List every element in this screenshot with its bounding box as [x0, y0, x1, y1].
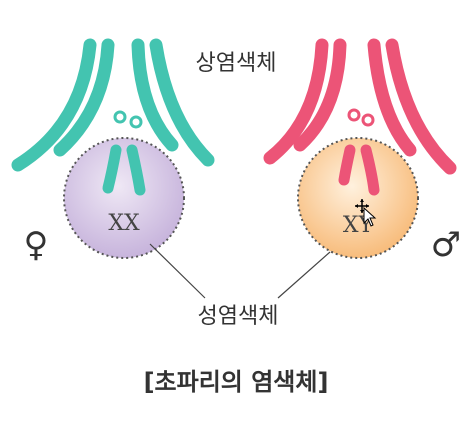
- autosome-label: 상염색체: [196, 51, 277, 76]
- female-nucleus: [63, 137, 185, 259]
- female-autosomes: [11, 38, 215, 172]
- male-nucleus: [297, 137, 419, 259]
- female-autosome-2-left: [11, 38, 97, 172]
- female-symbol: ♀: [24, 225, 49, 265]
- male-autosome-2-left: [263, 38, 329, 165]
- female-sex-chromosome-label: XX: [108, 211, 140, 236]
- female-small-chromosomes: [113, 110, 143, 129]
- pointer-line-female: [149, 243, 206, 299]
- male-autosome-2-right: [385, 38, 457, 175]
- female-autosome-1-right: [131, 38, 179, 152]
- sex-chromosome-label: 성염색체: [198, 304, 279, 329]
- sex-chromosome-pointer-lines: [149, 243, 331, 299]
- male-autosome-1-right: [367, 38, 417, 157]
- female-autosome-2-right: [149, 38, 215, 167]
- male-small-chromosomes: [347, 108, 375, 127]
- move-cursor-icon: [355, 199, 377, 227]
- female-sex-chromosomes: [102, 144, 146, 196]
- male-autosome-1-left: [293, 38, 347, 152]
- male-autosomes: [263, 38, 457, 175]
- pointer-line-male: [277, 251, 331, 299]
- female-autosome-1-left: [53, 38, 115, 157]
- male-symbol: ♂: [431, 225, 461, 265]
- diagram-caption: [초파리의 염색체]: [144, 368, 329, 396]
- male-sex-chromosomes: [338, 144, 380, 196]
